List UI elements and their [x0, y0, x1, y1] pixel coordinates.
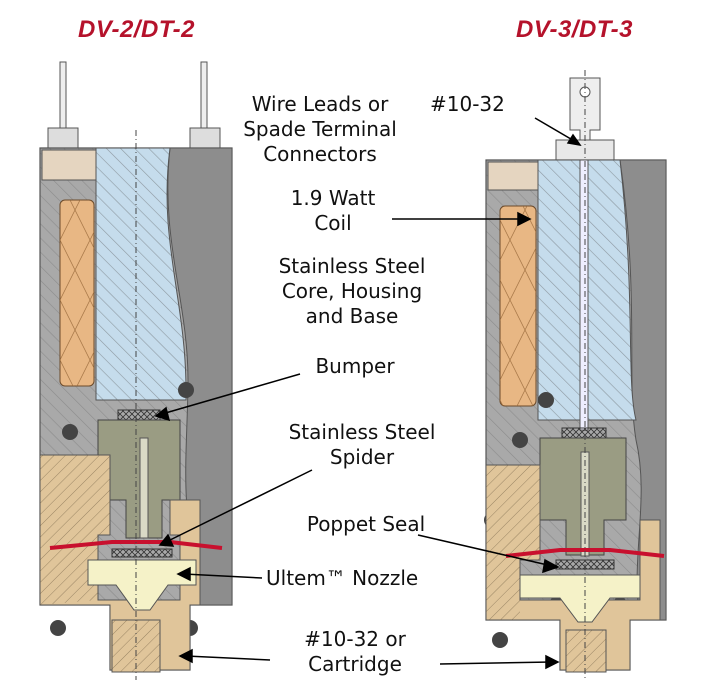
spider-line-1: Stainless Steel — [288, 420, 436, 444]
stainless-core-line-3: and Base — [305, 304, 399, 328]
dv3-o-ring — [492, 632, 508, 648]
stainless-core-line-2: Core, Housing — [281, 279, 423, 303]
dv3-nozzle — [519, 574, 641, 623]
thread-top-label: #10-32 — [430, 92, 505, 116]
dv2-o-ring — [62, 424, 78, 440]
arrow-cartridge-left — [185, 655, 271, 661]
cartridge-line-2: Cartridge — [308, 652, 402, 676]
spider-line-2: Spider — [329, 445, 395, 469]
dv2-spider — [49, 540, 223, 550]
dv3-valve — [484, 70, 667, 680]
wire-leads-label: Wire Leads or Spade Terminal Connectors — [235, 92, 405, 167]
dv2-o-ring — [178, 382, 194, 398]
dv2-top-cap — [41, 149, 97, 181]
wire-leads-line-1: Wire Leads or — [251, 92, 389, 116]
wire-leads-line-2: Spade Terminal — [243, 117, 397, 141]
poppet-seal-label: Poppet Seal — [306, 512, 426, 536]
arrow-cartridge-right — [439, 661, 553, 665]
coil-line-2: Coil — [314, 211, 352, 235]
cartridge-line-1: #10-32 or — [304, 627, 406, 651]
dv3-o-ring — [512, 432, 528, 448]
arrow-poppet-seal — [417, 534, 553, 567]
dv2-bumper — [117, 409, 161, 421]
arrow-nozzle — [183, 573, 263, 579]
dv2-poppet-seal — [111, 548, 173, 558]
arrow-spider — [165, 469, 313, 543]
coil-label: 1.9 Watt Coil — [268, 186, 398, 236]
cartridge-label: #10-32 or Cartridge — [280, 627, 430, 677]
arrow-thread-top — [534, 117, 577, 143]
nozzle-label: Ultem™ Nozzle — [266, 566, 419, 590]
dv2-title: DV-2/DT-2 — [78, 16, 195, 43]
dv3-o-ring — [538, 392, 554, 408]
wire-leads-line-3: Connectors — [263, 142, 377, 166]
dv2-o-ring — [50, 620, 66, 636]
dv3-top-cap — [487, 161, 539, 191]
bumper-label: Bumper — [315, 354, 395, 378]
coil-line-1: 1.9 Watt — [290, 186, 376, 210]
dv3-title: DV-3/DT-3 — [516, 16, 633, 43]
arrow-bumper — [161, 373, 301, 415]
stainless-core-line-1: Stainless Steel — [278, 254, 426, 278]
dv2-nozzle — [87, 559, 197, 611]
stainless-core-label: Stainless Steel Core, Housing and Base — [262, 254, 442, 329]
spider-label: Stainless Steel Spider — [277, 420, 447, 470]
dv3-bumper — [561, 427, 607, 439]
leader-arrows — [154, 117, 582, 670]
dv2-valve — [39, 61, 233, 680]
dv2-wire-leads — [47, 61, 221, 151]
dv3-spider — [505, 548, 665, 558]
